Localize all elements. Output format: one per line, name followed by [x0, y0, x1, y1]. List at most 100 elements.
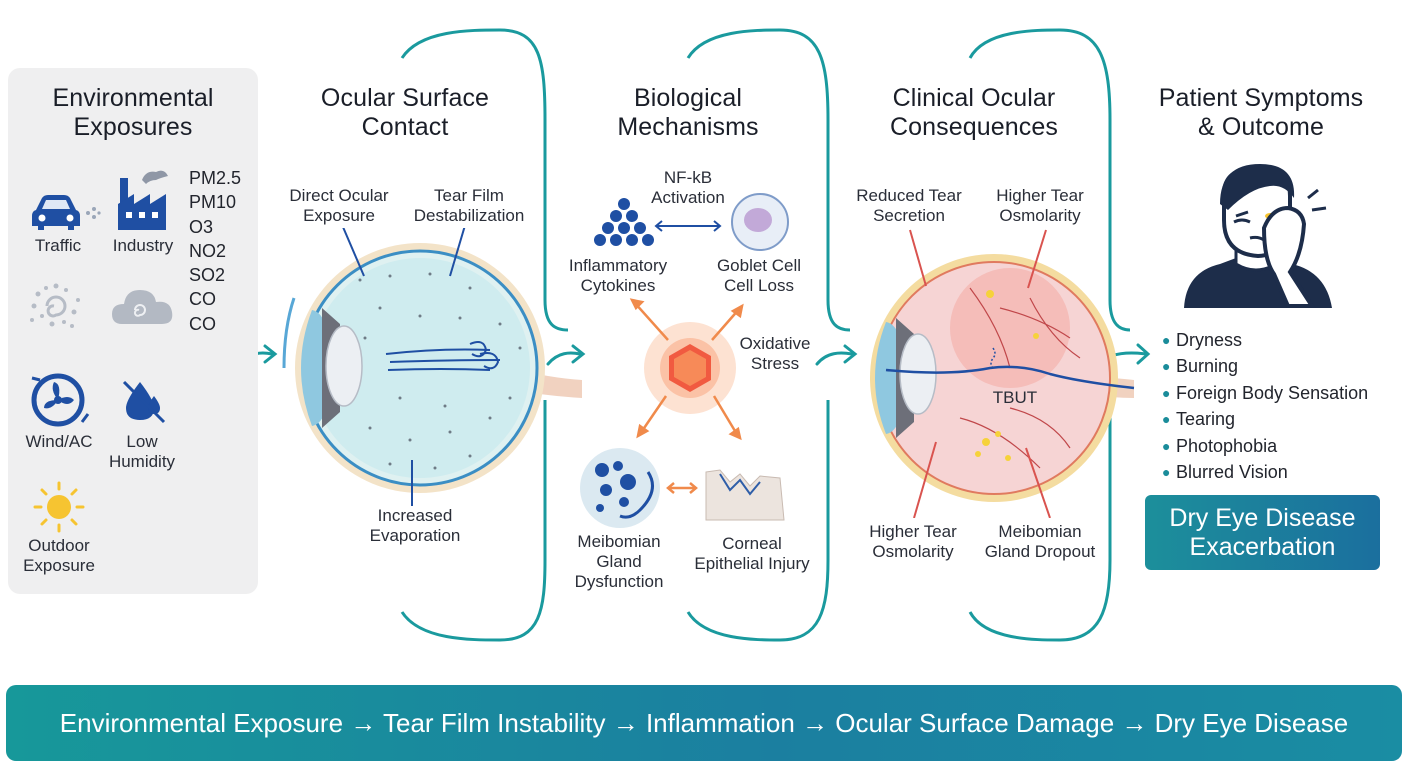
label-line: Osmolarity [872, 542, 954, 561]
pollutant-item: SO2 [189, 265, 226, 286]
label-line: Cell Loss [724, 276, 794, 295]
humidity-icon [122, 380, 166, 424]
label-evaporation: Increased Evaporation [352, 506, 478, 546]
eye-cross-section-2 [870, 229, 1135, 518]
label-line: Humidity [108, 452, 176, 471]
curve-2-bottom [686, 400, 830, 642]
heading-line: Ocular Surface [320, 84, 490, 112]
label-reduced-tear: Reduced Tear Secretion [846, 186, 972, 226]
heading-line: Mechanisms [617, 113, 759, 141]
pollutant-item: NO2 [189, 240, 227, 261]
summary-text: Environmental Exposure → Tear Film Insta… [59, 707, 1349, 738]
heading-line: Clinical Ocular [892, 84, 1056, 112]
eye-cross-section-1 [282, 228, 582, 506]
label-tbut: TBUT [992, 388, 1038, 407]
heading-environmental: Environmental Exposures [18, 84, 248, 142]
sun-icon [33, 481, 85, 533]
patient-rubbing-eye-icon [1184, 164, 1332, 308]
label-line: Goblet Cell [716, 256, 802, 275]
label-line: Inflammatory [568, 256, 668, 275]
bullet-icon: ● [1162, 358, 1171, 375]
label-line: Dysfunction [574, 572, 664, 591]
curve-3-top [968, 28, 1131, 332]
pollutant-item: CO [189, 313, 216, 334]
bullet-icon: ● [1162, 332, 1171, 348]
heading-line: Contact [361, 113, 449, 141]
label-corneal: Corneal Epithelial Injury [682, 534, 822, 574]
exhaust-icon [86, 207, 101, 219]
label-direct-exposure: Direct Ocular Exposure [274, 186, 404, 226]
label-traffic: Traffic [34, 236, 82, 255]
label-line: Gland [596, 552, 642, 571]
symptom-item: ●Photophobia [1162, 433, 1368, 459]
symptom-text: Dryness [1176, 330, 1243, 350]
pollutant-list: PM2.5 PM10 O3 NO2 SO2 CO CO [189, 166, 241, 336]
pollutant-item: O3 [189, 216, 214, 237]
pollutant-item: PM2.5 [189, 168, 242, 188]
label-line: Secretion [873, 206, 945, 225]
label-line: Higher Tear [869, 522, 957, 541]
heading-line: & Outcome [1198, 113, 1324, 141]
factory-icon [118, 170, 168, 230]
heading-line: Biological [633, 84, 742, 112]
smog-cloud-icon [112, 290, 173, 324]
label-line: Osmolarity [999, 206, 1081, 225]
label-line: Evaporation [369, 526, 461, 545]
outcome-line: Exacerbation [1189, 532, 1336, 561]
label-line: Gland Dropout [984, 542, 1096, 561]
label-wind: Wind/AC [25, 432, 93, 451]
bullet-icon: ● [1162, 384, 1171, 401]
symptom-item: ●Tearing [1162, 406, 1368, 432]
label-industry: Industry [112, 236, 174, 255]
label-goblet: Goblet Cell Cell Loss [696, 256, 822, 296]
label-line: Cytokines [580, 276, 656, 295]
heading-line: Environmental [52, 84, 214, 112]
bullet-icon: ● [1162, 464, 1171, 481]
symptom-item: ● Burning [1162, 353, 1368, 379]
symptom-text: Burning [1176, 356, 1239, 377]
heading-surface: Ocular Surface Contact [300, 84, 510, 142]
symptom-item: ● Foreign Body Sensation [1162, 380, 1368, 406]
label-line: Direct Ocular [289, 186, 389, 205]
fan-icon [31, 373, 90, 427]
label-meibomian: Meibomian Gland Dysfunction [562, 532, 676, 592]
particles-icon [30, 283, 80, 328]
label-cytokines: Inflammatory Cytokines [556, 256, 680, 296]
curve-1-top [400, 28, 569, 332]
pollutant-item: CO [189, 289, 216, 310]
heading-biological: Biological Mechanisms [590, 84, 786, 142]
mechanism-graphic [580, 193, 789, 528]
label-line: Tear Film [434, 186, 504, 205]
symptom-text: Blurred Vision [1176, 462, 1288, 483]
heading-line: Consequences [890, 113, 1058, 141]
label-osmolarity-bottom: Higher Tear Osmolarity [850, 522, 976, 562]
symptom-text: Foreign Body Sensation [1176, 382, 1369, 403]
label-line: Exposure [303, 206, 375, 225]
flow-arrow-3 [815, 351, 854, 366]
heading-patient: Patient Symptoms & Outcome [1136, 84, 1386, 142]
label-gland-dropout: Meibomian Gland Dropout [970, 522, 1110, 562]
label-line: Destabilization [413, 206, 525, 225]
bullet-icon: ● [1162, 411, 1171, 428]
label-humidity: Low Humidity [100, 432, 184, 472]
curve-3-bottom [968, 400, 1112, 642]
heading-line: Exposures [73, 113, 193, 141]
label-line: Activation [651, 188, 725, 207]
label-line: Higher Tear [996, 186, 1084, 205]
car-icon [32, 195, 80, 230]
symptom-item: ● Blurred Vision [1162, 459, 1368, 485]
symptom-list: ● Dryness ● Burning ● Foreign Body Sensatio… [1162, 327, 1368, 485]
label-line: Outdoor [28, 536, 90, 555]
outcome-box: Dry Eye Disease Exacerbation [1145, 495, 1380, 570]
label-outdoor: Outdoor Exposure [14, 536, 104, 576]
curve-2-top [686, 28, 851, 332]
label-tear-film: Tear Film Destabilization [404, 186, 534, 226]
label-line: Stress [750, 354, 800, 373]
symptom-item: ● Dryness [1162, 327, 1368, 353]
label-line: Epithelial Injury [694, 554, 810, 573]
label-line: Meibomian [998, 522, 1082, 541]
label-line: Oxidative [739, 334, 811, 353]
label-line: NF-kB [663, 168, 713, 187]
